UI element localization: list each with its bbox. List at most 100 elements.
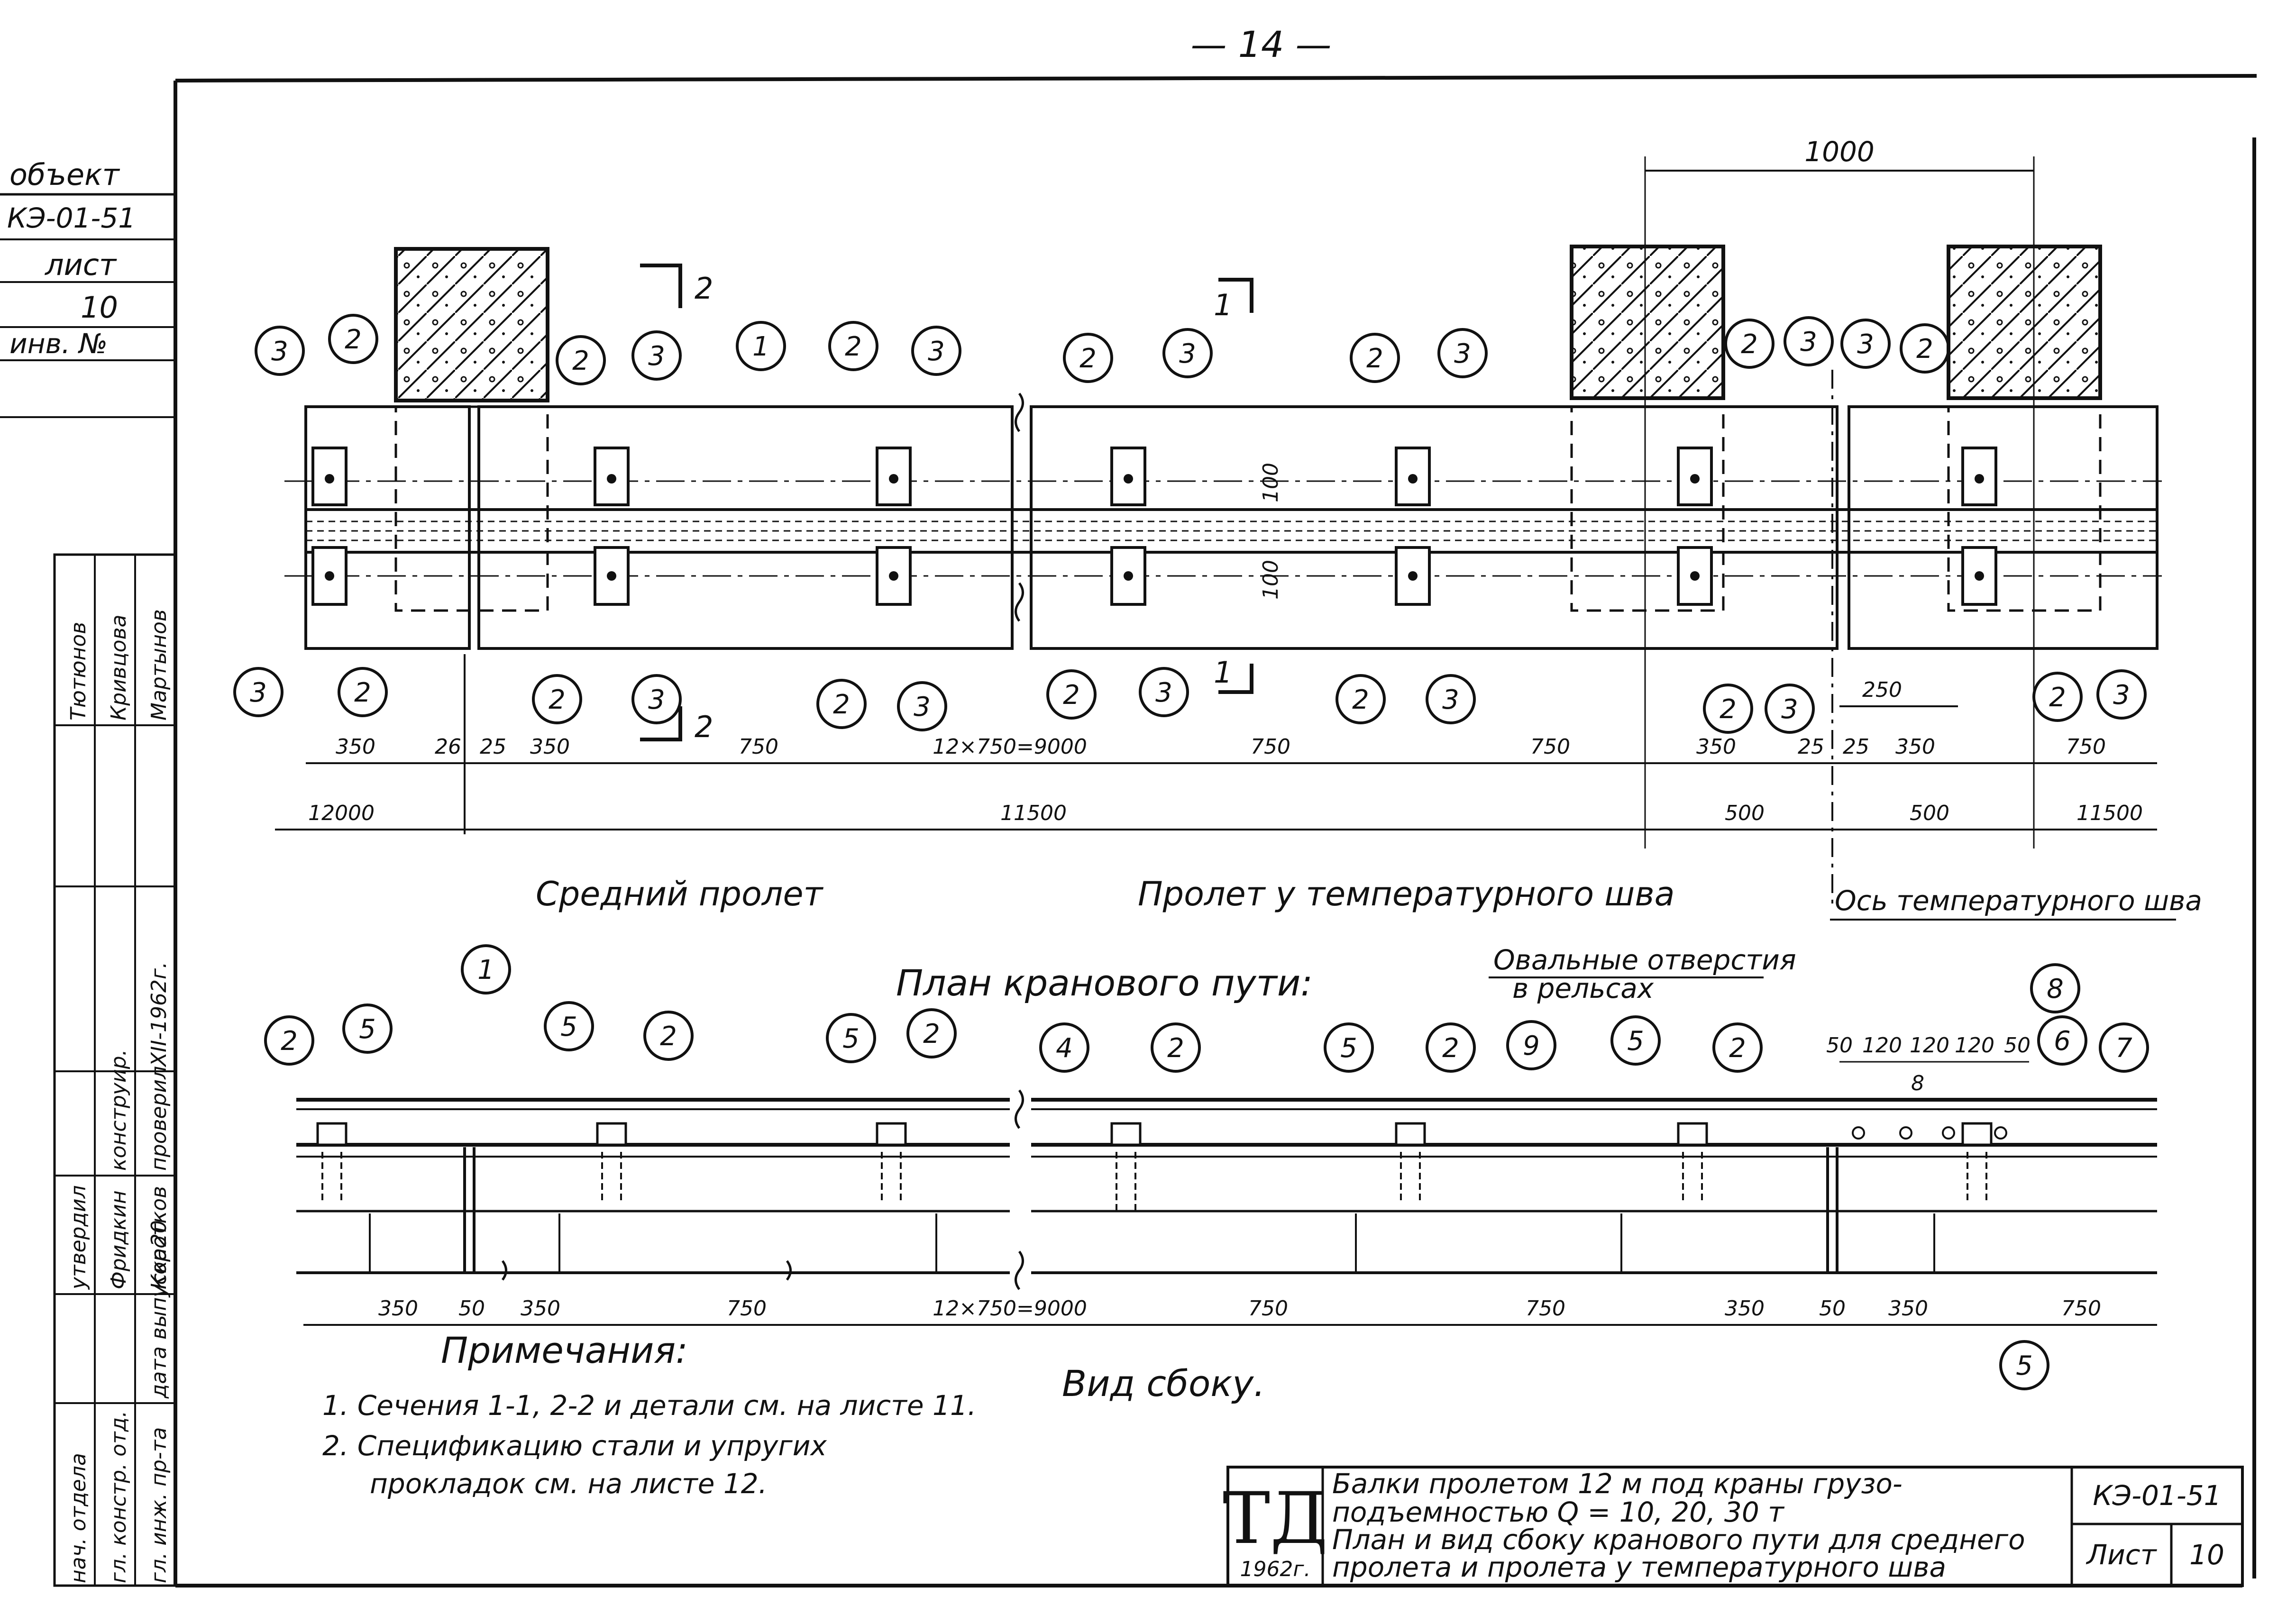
stamp-label-object: объект	[9, 157, 120, 192]
title-year: 1962г.	[1240, 1557, 1310, 1581]
marker-circle: 3	[928, 336, 945, 367]
dim-label: 750	[1251, 735, 1290, 759]
dim-label: 350	[1696, 735, 1736, 759]
marker-circle: 2	[354, 677, 371, 708]
approval-role-4: дата выпуска	[147, 1248, 171, 1399]
marker-circle: 9	[1523, 1031, 1540, 1061]
marker-circle: 3	[1781, 694, 1798, 725]
caption-joint-axis: Ось температурного шва	[1835, 885, 2202, 917]
section-2-label-top: 2	[695, 271, 713, 306]
dim-label: 120	[1910, 1033, 1949, 1058]
notes-title: Примечания:	[441, 1329, 688, 1371]
marker-circle: 2	[281, 1026, 298, 1057]
marker-circle: 3	[1800, 327, 1817, 357]
dim-label: 26	[435, 735, 461, 759]
dim-label: 750	[1248, 1296, 1288, 1321]
dim-label: 50	[1819, 1296, 1846, 1321]
approval-duty-2: конструир.	[107, 1049, 131, 1171]
td-logo: ТД	[1223, 1478, 1328, 1560]
plan-title: План кранового пути:	[896, 962, 1313, 1004]
marker-circle: 5	[2016, 1350, 2033, 1381]
dim-label: 750	[727, 1296, 767, 1321]
marker-circle: 3	[1155, 677, 1172, 708]
marker-circle: 2	[1063, 680, 1080, 711]
approval-name-1: Тютюнов	[66, 622, 91, 721]
dim-label: 350	[521, 1296, 560, 1321]
dim-250: 250	[1862, 678, 1902, 702]
marker-circle: 5	[560, 1012, 577, 1042]
marker-circle: 2	[833, 689, 850, 720]
marker-circle: 5	[1340, 1033, 1357, 1064]
marker-circle: 2	[660, 1021, 677, 1052]
marker-circle: 3	[648, 341, 665, 372]
marker-circle: 2	[1720, 694, 1737, 725]
approval-role-1: нач. отдела	[66, 1453, 91, 1583]
dim-label: 50	[1826, 1033, 1853, 1058]
dim-label: 750	[739, 735, 778, 759]
section-1-label-bottom: 1	[1214, 655, 1232, 690]
plan-bottom-markers: 3 2 2 3 2 3 2 3 2 3 2 3 2 3	[233, 667, 2147, 734]
dim-label: 500	[1910, 801, 1949, 825]
plan-top-markers: 3 2 2 3 1 2 3 2 3 2 3 2 3 3 2	[255, 314, 1950, 385]
approval-name-3: Мартынов	[147, 609, 171, 721]
marker-circle: 8	[2047, 974, 2064, 1004]
approval-name-5: Коротков	[147, 1186, 171, 1289]
dim-label: 11500	[1000, 801, 1067, 825]
crane-track-plan: 2 1 1 2 1000 100 100	[284, 136, 2162, 910]
title-block: ТД 1962г. Балки пролетом 12 м под краны …	[1223, 1466, 2244, 1587]
marker-circle: 2	[1916, 334, 1933, 365]
dim-label: 350	[336, 735, 375, 759]
title-line-3: План и вид сбоку кранового пути для сред…	[1332, 1524, 2025, 1556]
stamp-label-sheet: лист	[45, 247, 117, 282]
dim-label: 120	[1862, 1033, 1902, 1058]
dim-label: 25	[1843, 735, 1869, 759]
approval-name-4: Фридкин	[107, 1190, 131, 1289]
marker-circle: 3	[1179, 338, 1196, 369]
marker-circle: 6	[2054, 1026, 2071, 1057]
marker-circle: 1	[477, 955, 494, 985]
marker-circle: 2	[923, 1019, 940, 1049]
approval-name-2: Кривцова	[107, 615, 131, 721]
side-view-markers: 2 5 1 5 2 5 2 4 2 5 2 9 5 2 8 6 7 5	[264, 944, 2149, 1390]
note-1: 1. Сечения 1-1, 2-2 и детали см. на лист…	[322, 1389, 976, 1422]
marker-circle: 2	[1442, 1033, 1459, 1064]
dim-label: 750	[1530, 735, 1570, 759]
marker-circle: 2	[845, 331, 862, 362]
dim-label: 25	[480, 735, 506, 759]
marker-circle: 2	[1167, 1033, 1184, 1064]
marker-circle: 2	[549, 684, 566, 715]
dim-1000: 1000	[1804, 136, 1875, 168]
marker-circle: 2	[1079, 343, 1097, 374]
marker-circle: 2	[1729, 1033, 1746, 1064]
side-view: 50 120 120 120 50 8	[296, 1033, 2157, 1290]
stamp-label-inv: инв. №	[9, 328, 108, 360]
dim-label: 750	[1526, 1296, 1565, 1321]
dim-label: 500	[1725, 801, 1765, 825]
dim-label: 750	[2066, 735, 2106, 759]
stamp-value-object: КЭ-01-51	[7, 202, 136, 234]
stamp-value-sheet: 10	[81, 290, 118, 325]
oval-holes-label-2: в рельсах	[1512, 972, 1654, 1004]
column-section-1	[394, 247, 549, 402]
marker-circle: 3	[1454, 338, 1471, 369]
dim-label: 12000	[308, 801, 375, 825]
dim-label: 750	[2061, 1296, 2101, 1321]
caption-middle-span: Средний пролет	[536, 875, 824, 913]
approval-block: нач. отдела гл. констр. отд. гл. инж. пр…	[53, 553, 177, 1587]
title-line-4: пролета и пролета у температурного шва	[1332, 1551, 1946, 1583]
dim-100-b: 100	[1259, 560, 1283, 600]
dim-label: 350	[530, 735, 570, 759]
plan-dimensions: 350 26 25 350 750 12×750=9000 750 750 35…	[275, 678, 2157, 830]
dim-label: 350	[1895, 735, 1935, 759]
marker-circle: 3	[1442, 684, 1459, 715]
page-number: — 14 —	[1190, 23, 1331, 65]
dim-label: 350	[1725, 1296, 1765, 1321]
note-2-cont: прокладок см. на листе 12.	[370, 1468, 767, 1500]
title-sheet-label: Лист	[2086, 1539, 2158, 1571]
marker-circle: 2	[1366, 343, 1383, 374]
marker-circle: 3	[271, 336, 288, 367]
note-2: 2. Спецификацию стали и упругих	[322, 1430, 827, 1462]
marker-circle: 3	[914, 692, 931, 722]
dim-100-a: 100	[1259, 463, 1283, 502]
